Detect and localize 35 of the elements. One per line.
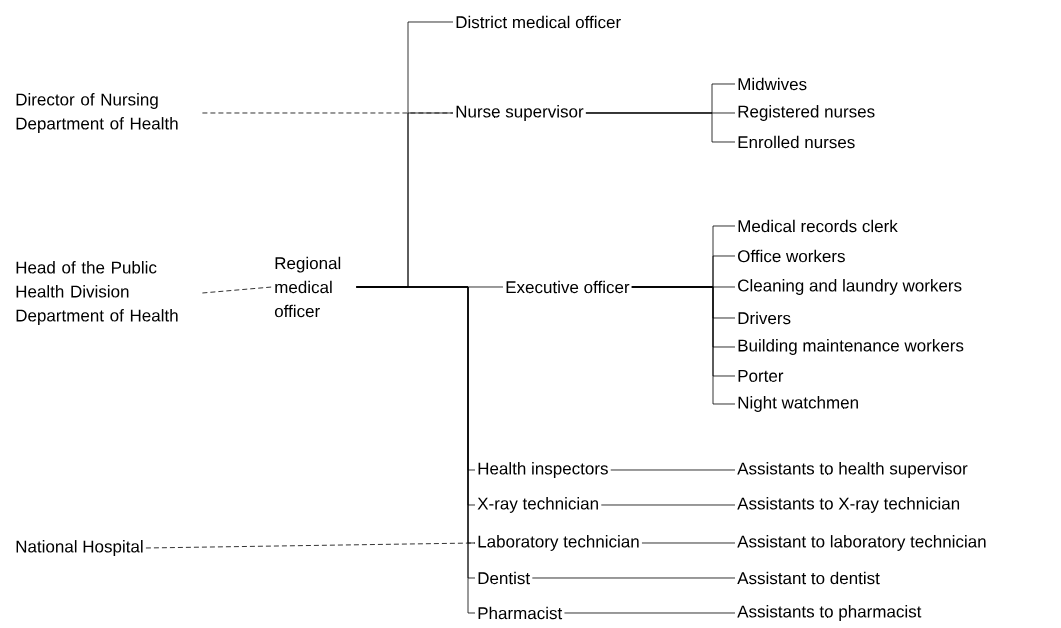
connector-line xyxy=(600,504,736,506)
connector-line xyxy=(585,112,736,143)
job-title: Assistants to health supervisor xyxy=(737,462,968,478)
job-title: Assistants to X-ray technician xyxy=(737,497,960,513)
job-title: Night watchmen xyxy=(738,396,858,412)
connector-line xyxy=(564,612,736,614)
organisation-label: Head of the Public Health Division Department of Health xyxy=(16,261,178,325)
connector-line xyxy=(610,469,736,471)
job-title: Health inspectors xyxy=(478,462,608,478)
job-title: Pharmacist xyxy=(478,606,563,620)
job-title: Regional medical officer xyxy=(274,256,341,318)
organisation-label: National Hospital xyxy=(16,540,143,556)
connector-line xyxy=(641,542,736,544)
job-title: Cleaning and laundry workers xyxy=(738,279,962,295)
job-title: Nurse supervisor xyxy=(456,105,584,121)
organisation-label: Director of Nursing Department of Health xyxy=(16,93,178,133)
job-title: Porter xyxy=(738,370,784,382)
job-title: Executive officer xyxy=(506,280,630,294)
job-title: Assistants to pharmacist xyxy=(737,605,922,621)
dashed-line xyxy=(202,286,273,294)
job-title: Registered nurses xyxy=(738,105,875,121)
job-title: Assistant to laboratory technician xyxy=(737,535,986,551)
job-title: Medical records clerk xyxy=(738,219,898,233)
job-title: X-ray technician xyxy=(477,497,598,513)
job-title: Building maintenance workers xyxy=(738,339,964,355)
connector-line xyxy=(631,286,736,405)
job-title: Drivers xyxy=(738,311,791,325)
job-title: Laboratory technician xyxy=(478,535,639,551)
job-title: Office workers xyxy=(738,249,845,263)
job-title: Dentist xyxy=(478,571,530,585)
job-title: Midwives xyxy=(738,77,807,91)
job-title: District medical officer xyxy=(456,15,621,29)
job-title: Assistant to dentist xyxy=(737,571,880,585)
connector-line xyxy=(531,577,736,579)
job-title: Enrolled nurses xyxy=(738,135,855,149)
